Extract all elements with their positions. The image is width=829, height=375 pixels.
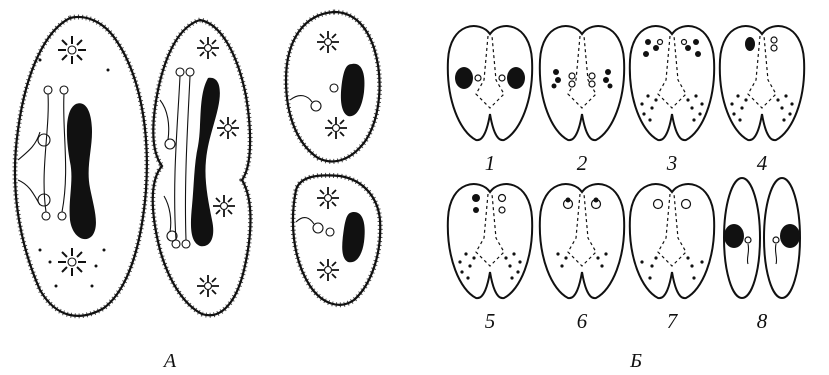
paramecium-dividing-early <box>15 17 147 316</box>
stage-label: 7 <box>667 309 679 333</box>
panel-b: 1 2 3 4 5 6 7 8 Б <box>448 26 804 372</box>
daughter-cell-bottom <box>293 175 380 304</box>
panel-label-b: Б <box>629 350 642 372</box>
stage-label: 6 <box>577 309 588 333</box>
stage-label: 2 <box>577 151 588 175</box>
stage-label: 4 <box>757 151 768 175</box>
conjugation-stage-7 <box>630 184 714 298</box>
conjugation-stage-6 <box>540 184 624 298</box>
stage-label: 5 <box>485 309 496 333</box>
conjugation-stage-1 <box>448 26 532 140</box>
stage-label: 8 <box>757 309 768 333</box>
stage-label: 3 <box>666 151 678 175</box>
daughter-cell-top <box>286 12 380 161</box>
conjugation-stage-8 <box>724 178 800 298</box>
paramecium-dividing-constricted <box>153 20 251 315</box>
conjugation-stage-3 <box>630 26 714 140</box>
panel-label-a: А <box>162 350 177 372</box>
conjugation-stage-5 <box>448 184 532 298</box>
panel-a: А <box>15 12 380 372</box>
conjugation-stage-4 <box>720 26 804 140</box>
conjugation-stage-2 <box>540 26 624 140</box>
stage-label: 1 <box>485 151 496 175</box>
